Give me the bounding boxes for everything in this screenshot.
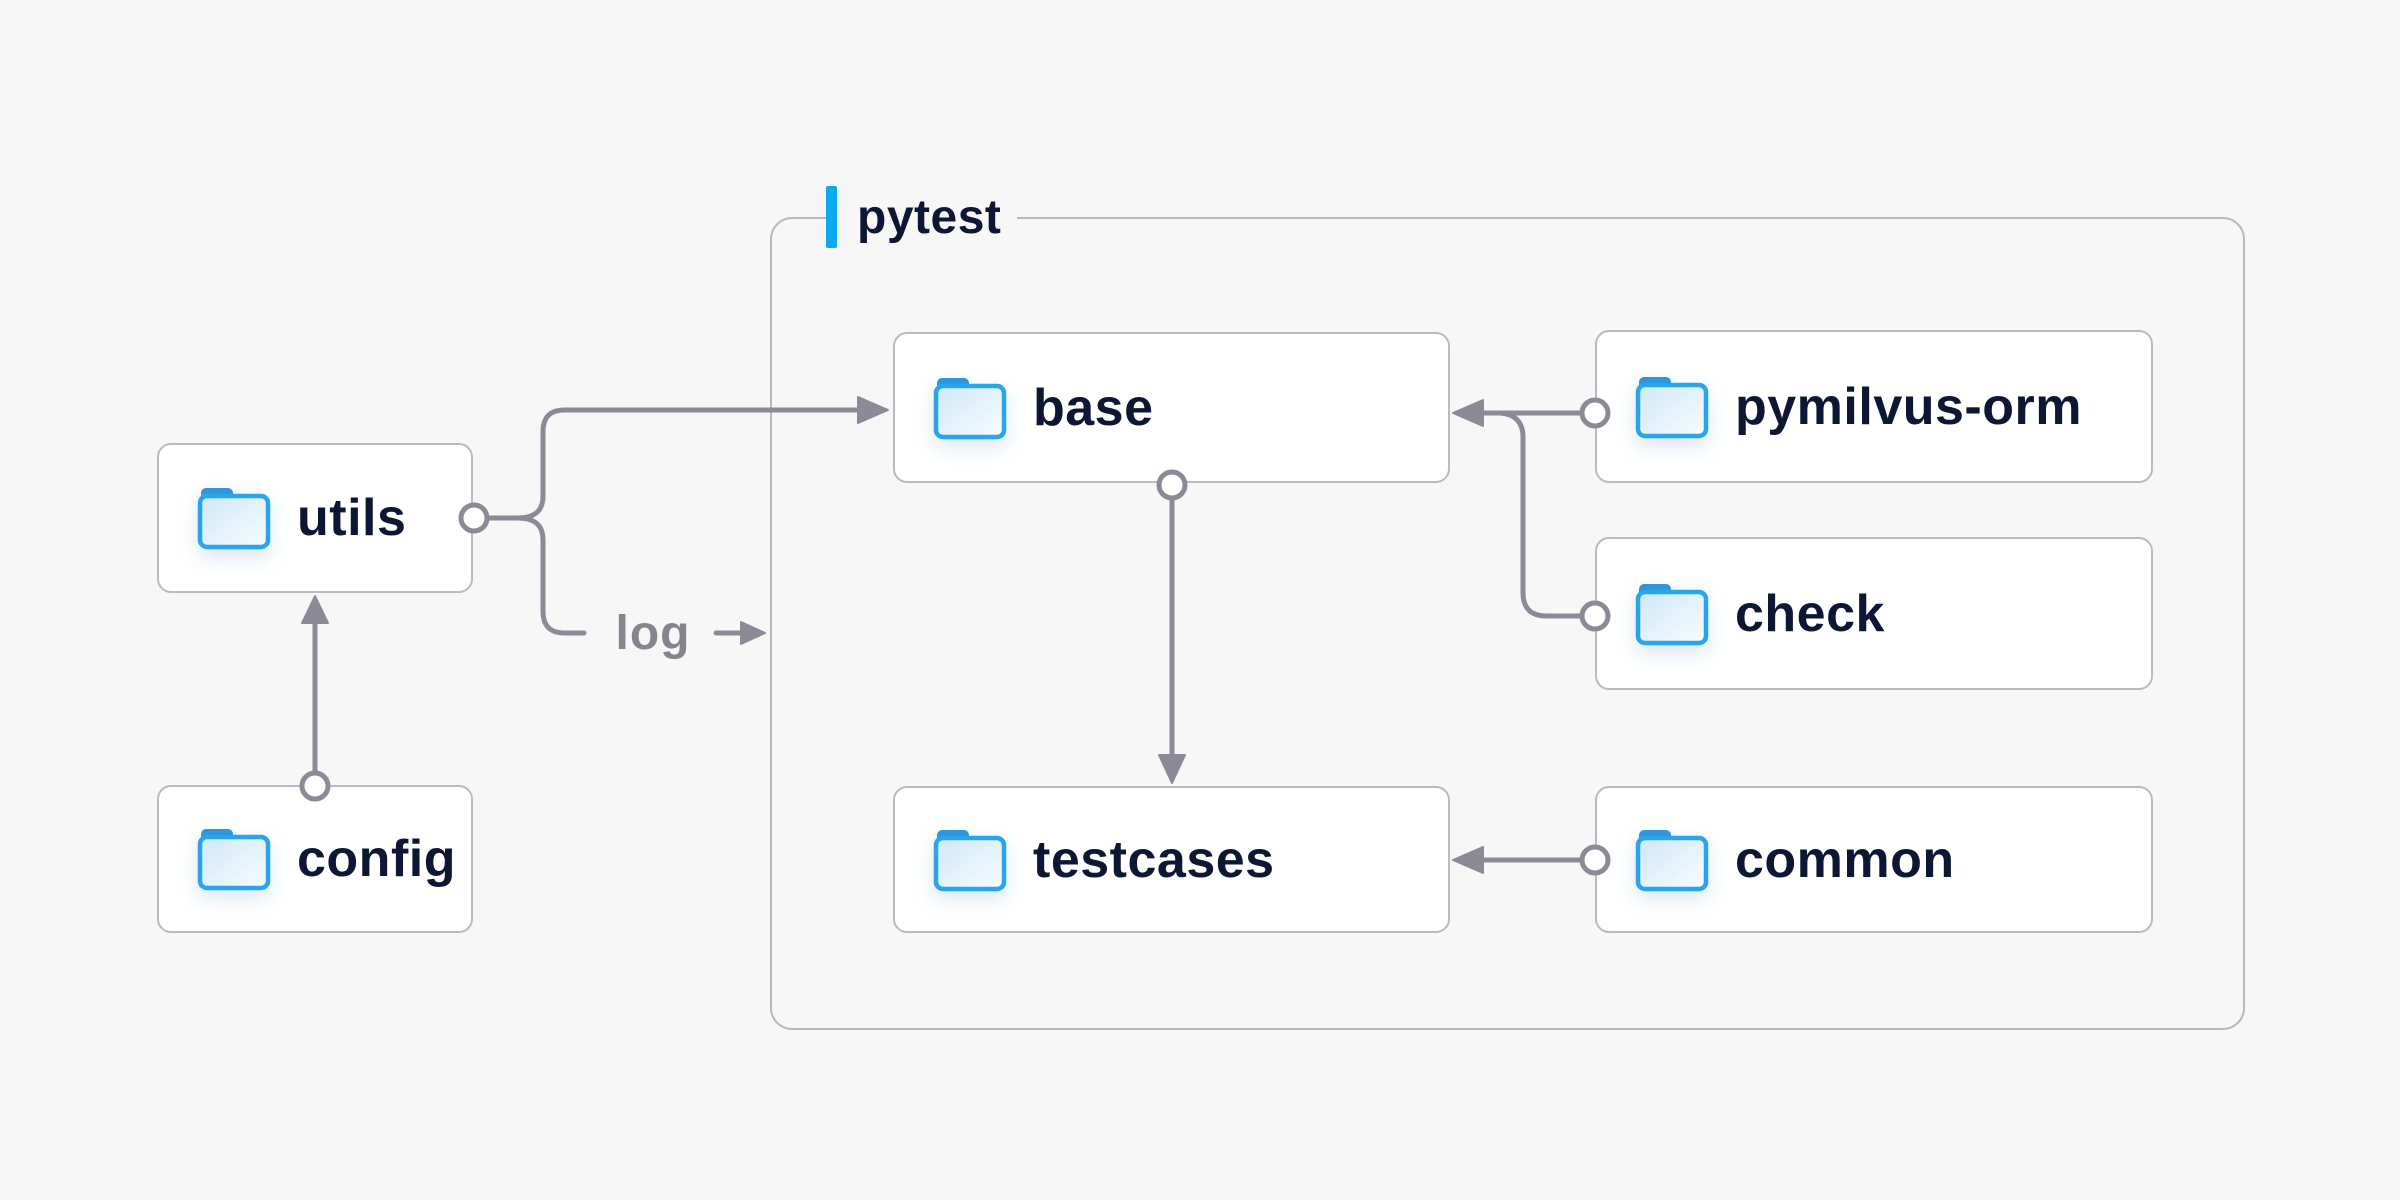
folder-icon (197, 488, 271, 550)
folder-icon (1635, 829, 1709, 891)
arrowhead-into-utils (301, 595, 329, 624)
arrowhead-log (740, 621, 766, 645)
node-testcases: testcases (893, 786, 1450, 933)
node-config: config (157, 785, 473, 933)
node-label: config (297, 830, 456, 888)
node-label: check (1735, 584, 1885, 643)
edge-utils-log (514, 515, 587, 636)
node-label: pymilvus-orm (1735, 377, 2082, 436)
edge-label-log: log (598, 603, 708, 663)
folder-icon (1635, 583, 1709, 645)
folder-icon (933, 829, 1007, 891)
node-base: base (893, 332, 1450, 483)
folder-icon (197, 829, 271, 891)
accent-bar (826, 186, 837, 248)
node-pymilvus-orm: pymilvus-orm (1595, 330, 2153, 483)
node-label: common (1735, 830, 1955, 889)
group-title: pytest (857, 190, 1002, 244)
node-check: check (1595, 537, 2153, 690)
node-label: base (1033, 378, 1154, 437)
group-pytest-label: pytest (826, 186, 1018, 248)
node-common: common (1595, 786, 2153, 933)
folder-icon (1635, 376, 1709, 438)
node-utils: utils (157, 443, 473, 593)
folder-icon (933, 377, 1007, 439)
node-label: testcases (1033, 830, 1275, 889)
node-label: utils (297, 489, 407, 547)
group-pytest-container (770, 217, 2245, 1030)
